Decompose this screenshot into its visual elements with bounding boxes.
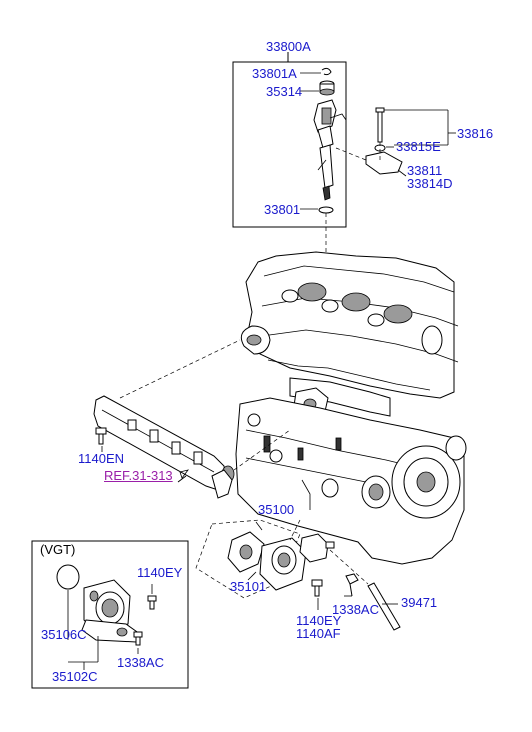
label-33815e: 33815E xyxy=(396,139,441,154)
label-33814d: 33814D xyxy=(407,176,453,191)
injector-kit-box xyxy=(232,52,347,228)
seal-35314-part xyxy=(300,80,335,96)
leader-lines xyxy=(101,159,327,531)
label-33811: 33811 xyxy=(407,163,443,178)
ref-link-31-313[interactable]: REF.31-313 xyxy=(104,468,173,483)
label-1338ac-vgt: 1338AC xyxy=(117,655,164,670)
clip-33801a-part xyxy=(300,67,332,76)
label-1140en: 1140EN xyxy=(78,451,125,466)
label-39471: 39471 xyxy=(401,595,438,610)
ref-arrow xyxy=(177,469,189,483)
label-33801a: 33801A xyxy=(252,66,297,81)
label-35101: 35101 xyxy=(230,579,267,594)
bolt-1338ac-main-part xyxy=(344,573,359,597)
label-33816: 33816 xyxy=(457,126,494,141)
label-35106c: 35106C xyxy=(41,627,87,642)
throttle-body-part xyxy=(195,519,335,599)
engine-block-illustration xyxy=(235,251,467,565)
sensor-39471-part xyxy=(329,549,401,631)
label-1338ac-main: 1338AC xyxy=(332,602,379,617)
label-35314: 35314 xyxy=(266,84,303,99)
label-1140af: 1140AF xyxy=(296,626,341,641)
label-33800a: 33800A xyxy=(266,39,311,54)
label-1140ey-vgt: 1140EY xyxy=(137,565,183,580)
vgt-box xyxy=(31,540,189,689)
label-33801: 33801 xyxy=(264,202,301,217)
injector-part xyxy=(313,99,347,201)
label-35102c: 35102C xyxy=(52,669,98,684)
label-35100: 35100 xyxy=(258,502,295,517)
bolt-1140ey-main-part xyxy=(311,579,323,610)
fuel-rail-part xyxy=(93,339,291,499)
clamp-bolt-group xyxy=(335,107,456,177)
label-vgt: (VGT) xyxy=(40,542,76,557)
label-1140ey-main: 1140EY xyxy=(296,613,342,628)
